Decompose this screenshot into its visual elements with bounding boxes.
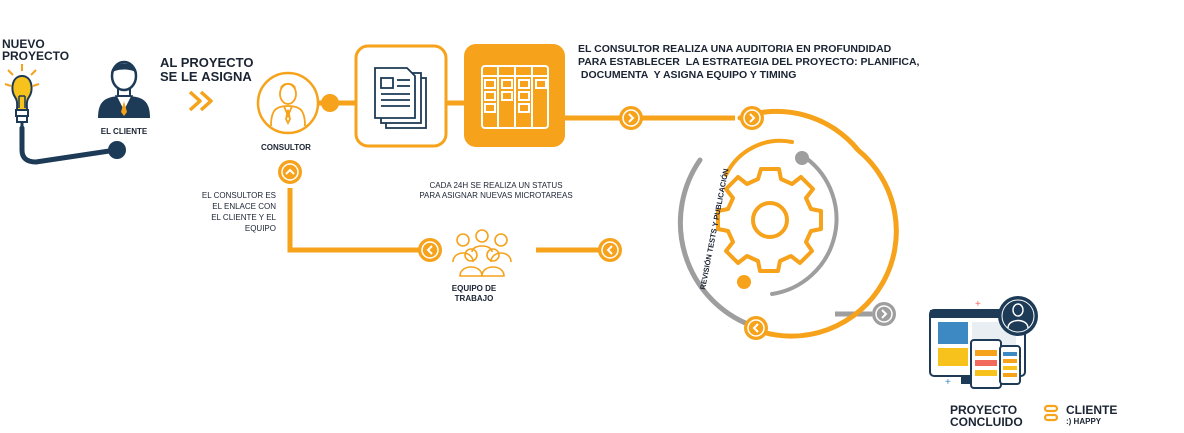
consultor-link-text: EL CONSULTOR ES EL ENLACE CON EL CLIENTE…: [180, 190, 276, 234]
assign-label-prefix: SE LE: [160, 69, 202, 84]
link-line-1: EL CONSULTOR ES: [201, 191, 276, 200]
right-arrow-badge-end[interactable]: [872, 302, 896, 326]
team-label-line2: TRABAJO: [454, 294, 494, 303]
client-label: EL CLIENTE: [100, 127, 148, 136]
status-text: CADA 24H SE REALIZA UN STATUS PARA ASIGN…: [396, 181, 596, 201]
connector-consultor-team: [287, 188, 420, 253]
status-line-1: CADA 24H SE REALIZA UN STATUS: [429, 181, 563, 190]
end-label: PROYECTO CONCLUIDO: [950, 404, 1023, 428]
gear-icon: [716, 167, 823, 273]
right-arrow-badge-kanban[interactable]: [619, 106, 643, 130]
cycle-dot-bottom: [737, 275, 751, 289]
assign-label-line2: SE LE ASIGNA: [160, 70, 253, 84]
svg-text:+: +: [945, 377, 951, 388]
team-label-line1: EQUIPO DE: [451, 284, 497, 293]
consultor-connector-dot: [321, 94, 339, 112]
svg-text:+: +: [975, 299, 981, 310]
link-line-3: EL CLIENTE Y EL: [211, 213, 276, 222]
cycle-inner-gray-arc: [770, 156, 839, 296]
audit-line-3: DOCUMENTA Y ASIGNA EQUIPO Y TIMING: [578, 69, 797, 81]
team-label: EQUIPO DE TRABAJO: [436, 284, 512, 304]
start-label-line2: PROYECTO: [2, 49, 70, 63]
cycle-dot-top: [795, 151, 809, 165]
link-line-2: EL ENLACE CON: [212, 202, 276, 211]
start-label-line1: NUEVO: [2, 37, 45, 51]
audit-line-1: EL CONSULTOR REALIZA UNA AUDITORIA EN PR…: [578, 43, 892, 55]
left-arrow-badge-cycle-bottom[interactable]: [744, 316, 768, 340]
consultor-person-icon: [270, 82, 306, 127]
audit-line-2: PARA ESTABLECER LA ESTRATEGIA DEL PROYEC…: [578, 56, 920, 68]
audit-description: EL CONSULTOR REALIZA UNA AUDITORIA EN PR…: [578, 43, 998, 82]
client-person-icon: [98, 60, 150, 118]
connector-bulb-client: [19, 125, 119, 165]
right-arrow-badge-cycle-top[interactable]: [740, 106, 764, 130]
assign-label: AL PROYECTO SE LE ASIGNA: [160, 56, 253, 84]
cycle-inner-orange-arc: [724, 138, 794, 177]
left-arrow-badge-status[interactable]: [598, 238, 622, 262]
end-label-line2: CONCLUIDO: [950, 415, 1023, 429]
double-chevron-icon: [188, 90, 213, 112]
link-line-4: EQUIPO: [244, 224, 276, 233]
documents-icon: [374, 67, 427, 129]
happy-label-line1: CLIENTE: [1066, 403, 1118, 417]
cycle-left-arc: [677, 157, 753, 328]
smile-icon: [1043, 404, 1059, 422]
assign-label-strong: ASIGNA: [201, 69, 252, 84]
client-connector-dot: [108, 141, 126, 159]
team-icon: [452, 229, 512, 277]
start-label: NUEVO PROYECTO: [2, 38, 69, 62]
up-arrow-badge[interactable]: [278, 160, 302, 184]
assign-label-line1: AL PROYECTO: [160, 55, 254, 70]
consultor-circle: [256, 71, 320, 135]
end-label-line1: PROYECTO: [950, 403, 1018, 417]
consultor-label: CONSULTOR: [261, 143, 311, 152]
devices-icon: + +: [929, 296, 1038, 389]
lightbulb-icon: [4, 64, 40, 128]
left-arrow-badge-team[interactable]: [418, 238, 442, 262]
kanban-board-icon: [481, 65, 549, 129]
status-line-2: PARA ASIGNAR NUEVAS MICROTAREAS: [419, 191, 573, 200]
happy-label-line2: :) HAPPY: [1066, 417, 1102, 426]
